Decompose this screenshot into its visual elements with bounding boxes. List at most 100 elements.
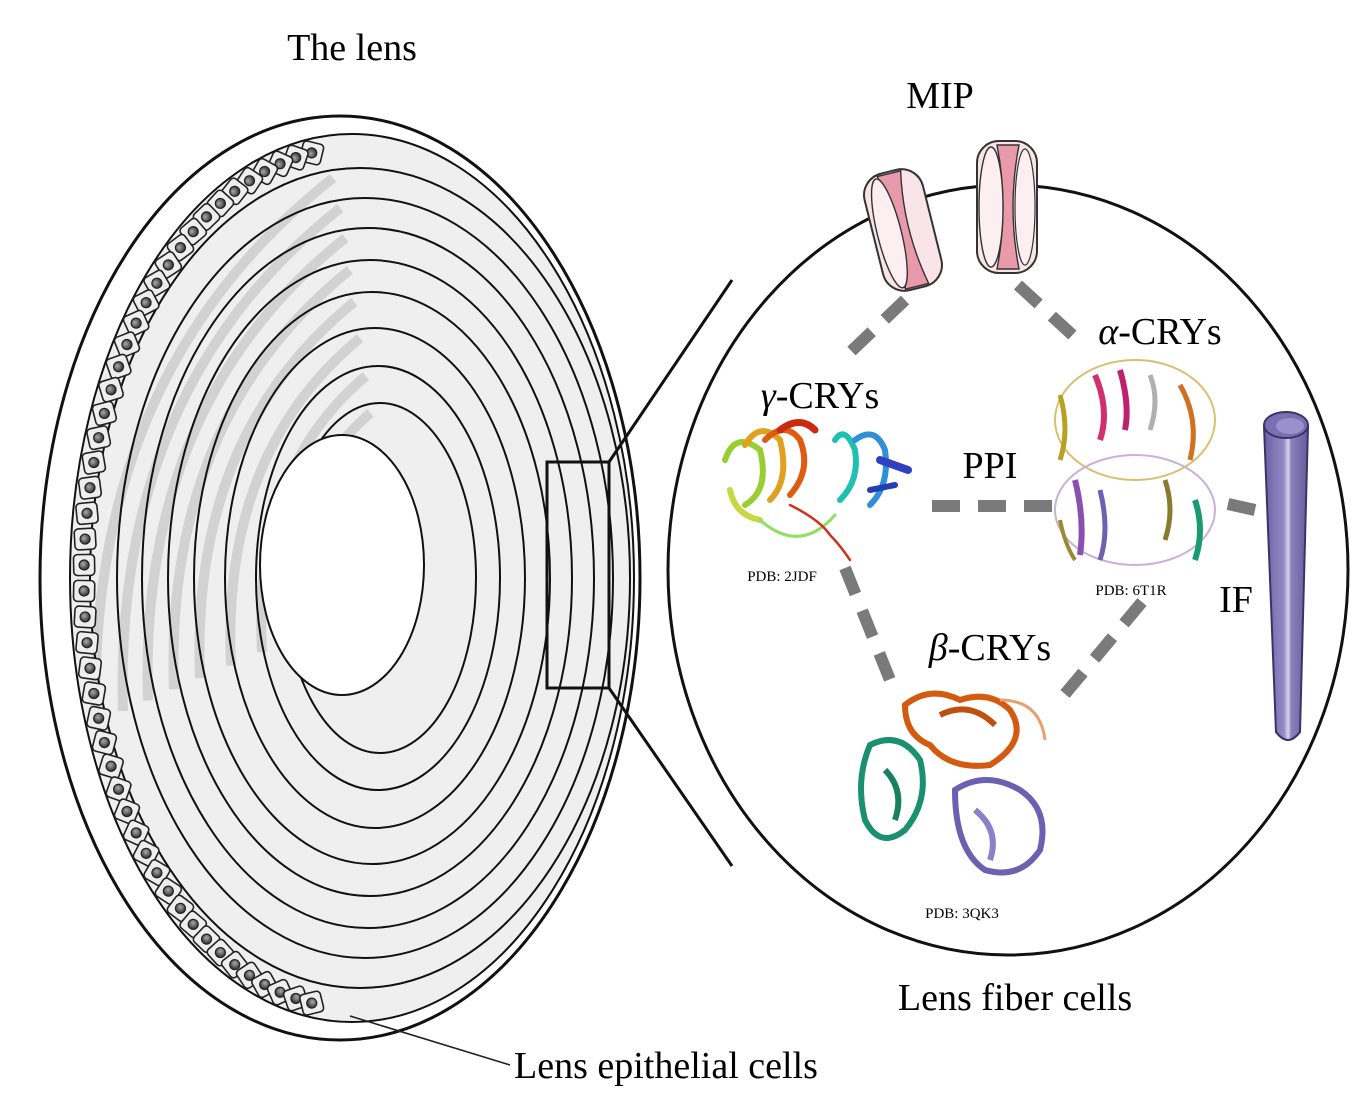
cell-nucleus [84,662,96,674]
fiber-rings [89,167,631,989]
epithelial-cell [105,776,132,803]
ring-shade [142,234,349,701]
link-gamma-beta [839,565,896,683]
fiber-ring [224,327,526,829]
cell-nucleus [112,783,125,795]
cell-nucleus [200,211,213,223]
cell-nucleus [214,197,226,210]
alpha-symbol: α [1098,311,1119,353]
cell-nucleus [174,242,187,254]
ring-shade [117,204,344,712]
fiber-ring [193,291,551,865]
cell-nucleus [79,533,91,545]
cell-nucleus [88,456,100,469]
cell-nucleus [214,946,226,959]
epithelial-cell [75,501,99,526]
epithelial-cell [73,527,97,551]
fiber-ring [255,365,501,791]
cell-nucleus [98,736,111,749]
epithelial-cell [122,819,150,847]
pdb-gamma: PDB: 2JDF [747,569,817,585]
cell-nucleus [151,277,163,289]
cell-nucleus [174,902,187,914]
ring-shade [90,174,337,722]
cell-nucleus [105,384,117,396]
fiber-ring [89,167,631,989]
epithelial-cell-layer [72,140,325,1016]
zoom-box [545,460,611,690]
fiber-ring [116,197,614,959]
epithelial-cell [98,753,124,780]
fiber-ring [259,434,425,696]
cell-nucleus [93,432,105,444]
epithelial-cell [72,553,96,577]
epithelial-cell [299,990,325,1016]
link-alpha-beta [1055,598,1147,704]
cell-nucleus [81,637,93,649]
label-lens-fiber-cells: Lens fiber cells [898,977,1132,1019]
cell-nucleus [243,175,256,187]
cell-nucleus [79,611,91,623]
gamma-crystallin-structure [722,419,912,562]
mip-channel-1 [863,168,943,292]
cell-nucleus [151,867,163,879]
epithelial-cell [81,681,107,706]
cell-nucleus [121,805,133,818]
epithelial-cell [73,605,97,629]
lens-body [38,114,642,1042]
cell-nucleus [274,986,286,998]
cell-nucleus [306,997,318,1009]
pdb-beta: PDB: 3QK3 [925,906,999,922]
epithelial-cell [75,630,99,655]
mip-channel-2 [976,140,1038,274]
ppi-links [835,280,1257,704]
link-mip-alpha [1013,280,1085,347]
cell-nucleus [78,559,90,571]
cell-nucleus [140,297,152,309]
label-if: IF [1219,579,1253,621]
label-lens-epithelial-cells: Lens epithelial cells [514,1045,818,1087]
alpha-name: -CRYs [1118,311,1221,353]
cell-nucleus [112,361,125,373]
title-the-lens: The lens [287,27,417,69]
cell-nucleus [130,317,142,329]
cell-nucleus [140,847,152,859]
pdb-alpha: PDB: 6T1R [1095,583,1166,599]
epithelial-cell [86,425,112,451]
gamma-name: -CRYs [776,375,879,417]
fiber-ring [167,259,573,897]
fiber-ring [141,227,595,929]
alpha-crystallin-structure [1054,359,1216,566]
zoom-line-top [607,279,734,463]
cell-nucleus [130,827,142,839]
epithelial-cell [113,798,141,825]
cell-nucleus [187,918,199,930]
beta-crystallin-structure [858,690,1047,876]
epithelial-cell [77,475,103,500]
epithelial-cell [81,450,107,475]
cell-nucleus [200,933,213,945]
epithelial-cell [91,400,118,427]
epithelial-cell [98,376,124,403]
cell-nucleus [187,226,199,238]
label-gamma-crys: γ-CRYs [761,375,879,417]
zoom-line-bottom [607,687,734,867]
cell-nucleus [84,482,96,494]
epithelial-cell [91,729,118,756]
link-mip-gamma [835,295,910,367]
epithelial-cell [113,331,141,358]
epithelial-cell [122,309,150,337]
label-ppi: PPI [963,445,1018,487]
cell-nucleus [121,338,133,351]
epithelial-pointer-line [349,1015,511,1066]
cell-nucleus [105,760,117,772]
epithelial-cell [86,705,112,731]
ring-shade [225,334,364,666]
beta-symbol: β [928,627,948,669]
cell-nucleus [162,259,174,271]
cell-nucleus [98,407,111,420]
cell-nucleus [93,712,105,724]
cell-nucleus [81,507,93,519]
cell-nucleus [78,585,90,597]
